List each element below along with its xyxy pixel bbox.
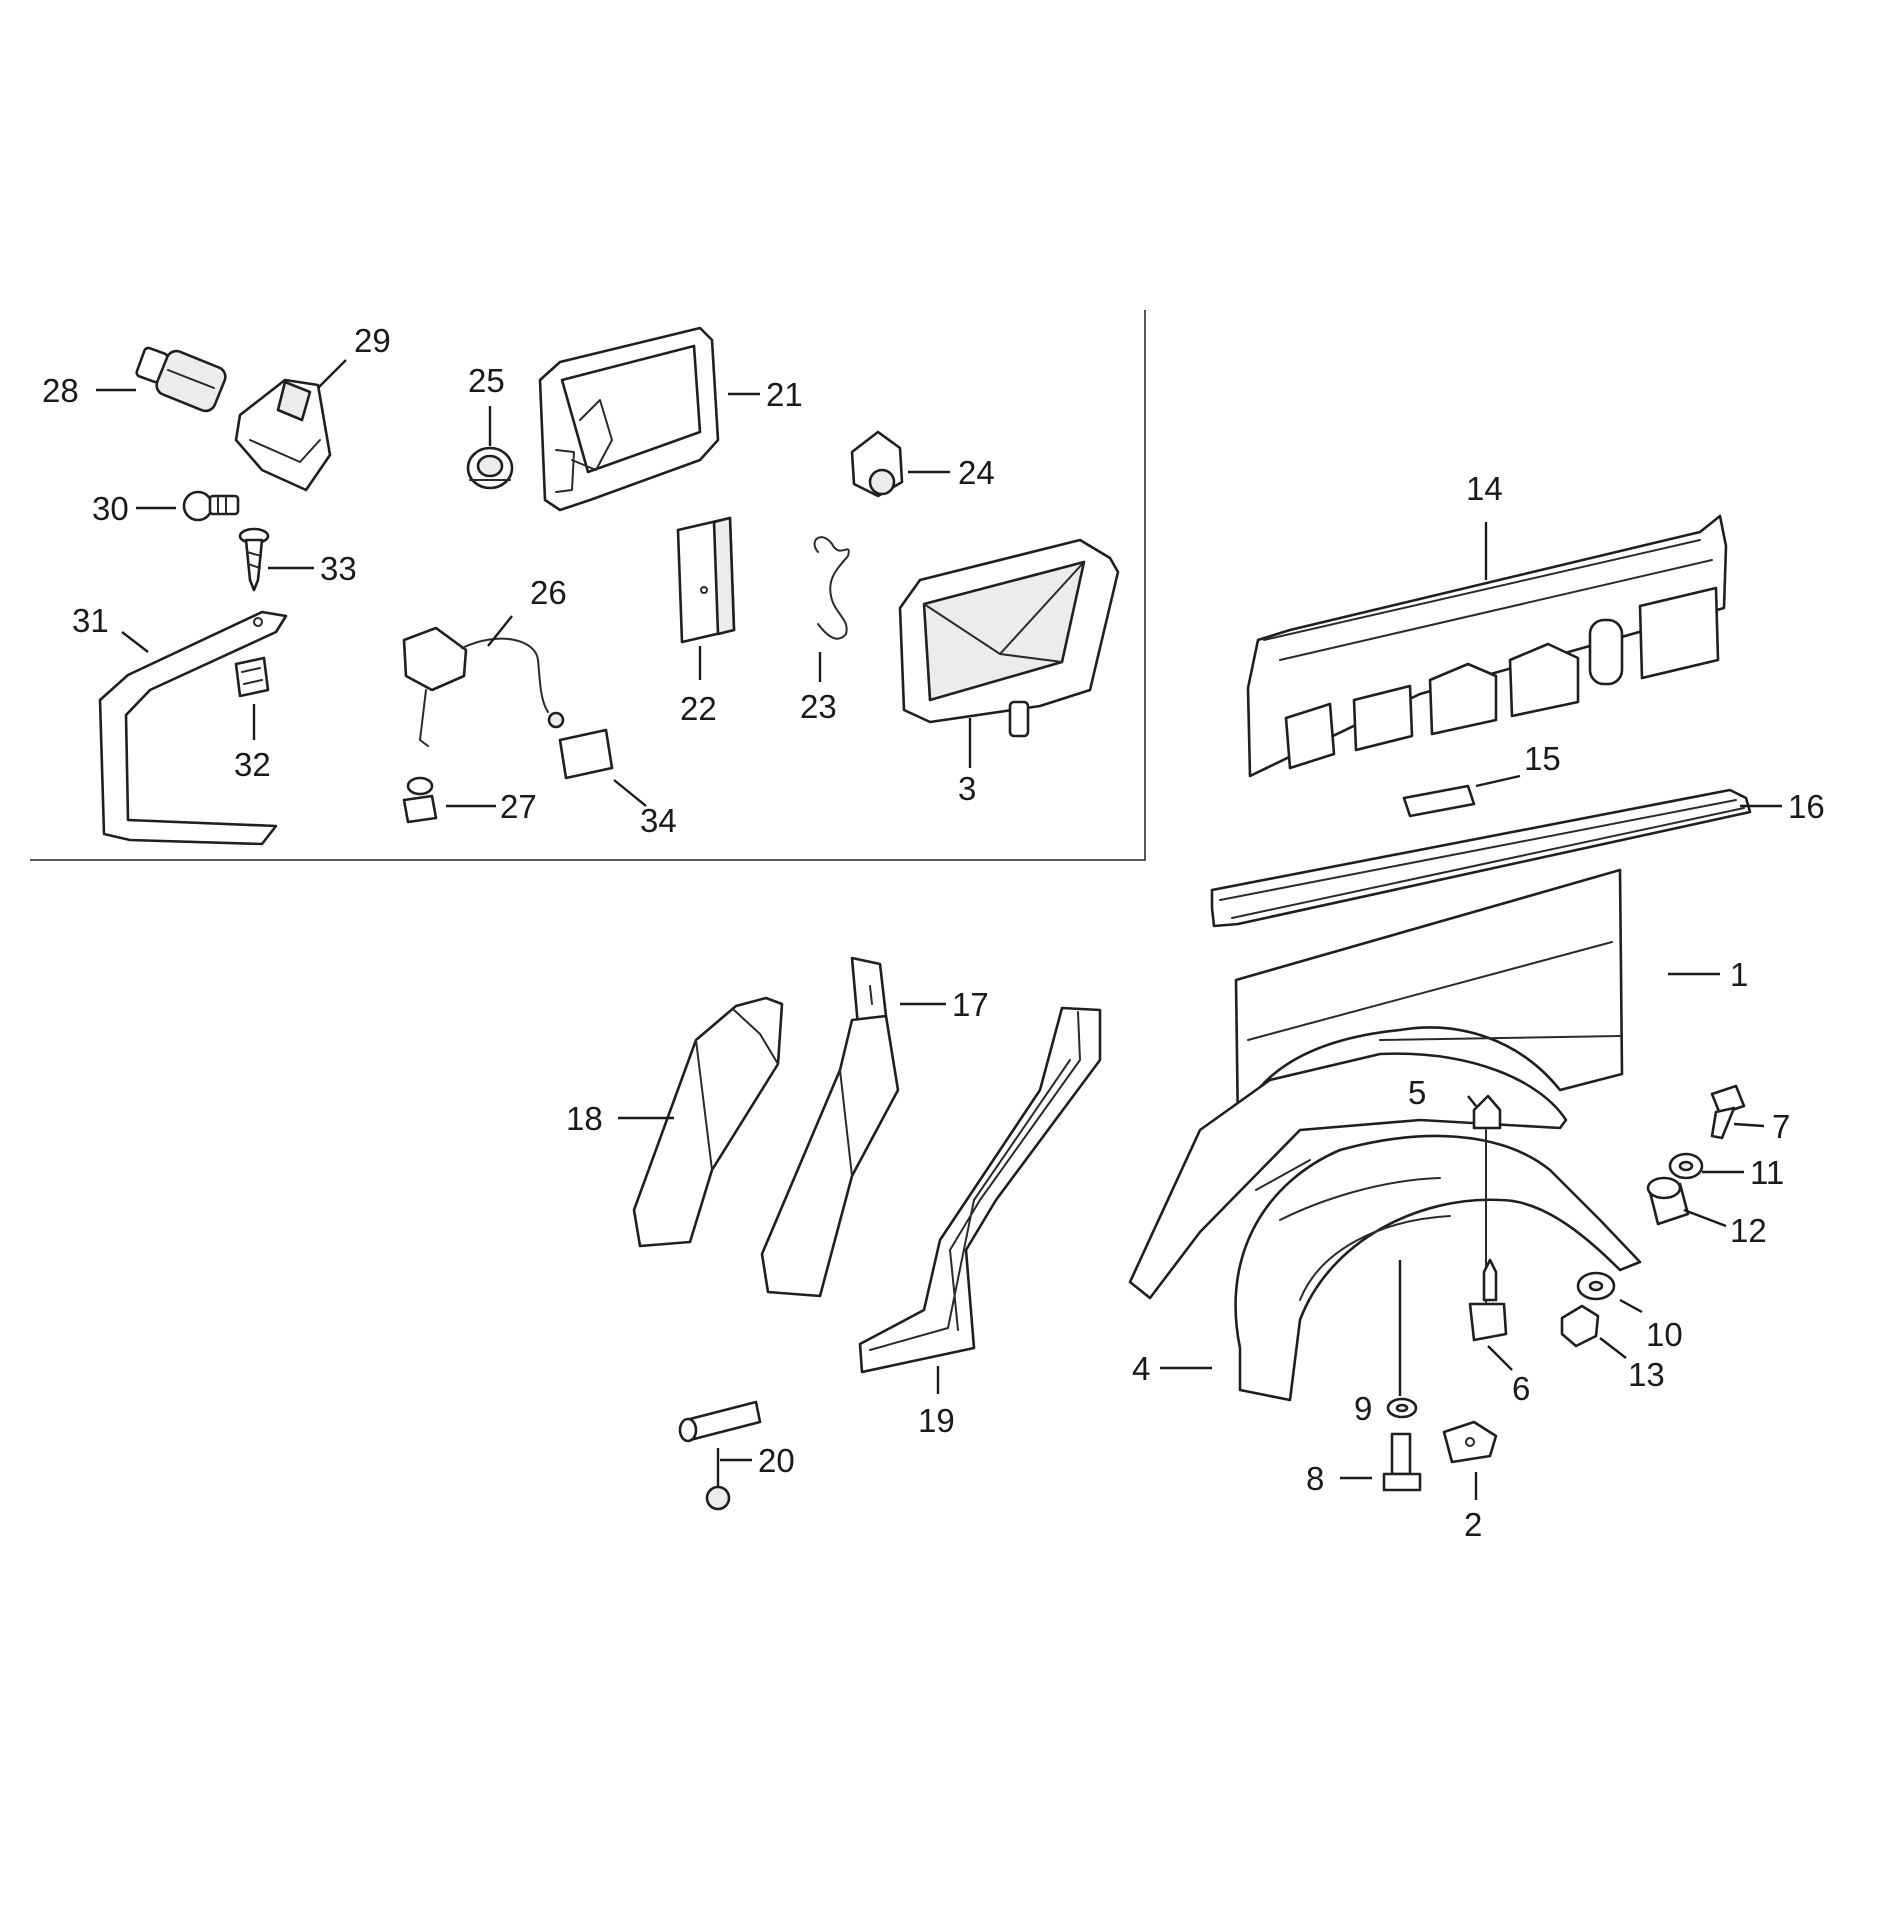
callout-17: 17 xyxy=(952,986,989,1023)
part-30-screw xyxy=(182,490,240,522)
part-14-rear-panel xyxy=(1246,514,1728,778)
part-19-rail xyxy=(858,1006,1102,1374)
part-18-pillar xyxy=(632,996,784,1248)
part-22-hinge xyxy=(676,516,736,644)
callout-21: 21 xyxy=(766,376,803,413)
callout-5: 5 xyxy=(1408,1074,1426,1111)
callout-11: 11 xyxy=(1750,1154,1784,1191)
part-16-channel xyxy=(1210,788,1752,928)
callout-24: 24 xyxy=(958,454,995,491)
part-2-plate xyxy=(1442,1420,1498,1464)
callout-23: 23 xyxy=(800,688,837,725)
part-7-bolt xyxy=(1710,1084,1746,1140)
callout-12: 12 xyxy=(1730,1212,1767,1249)
callout-29: 29 xyxy=(354,322,391,359)
callout-2: 2 xyxy=(1464,1506,1482,1543)
callout-10: 10 xyxy=(1646,1316,1683,1353)
part-33-tapping-screw xyxy=(238,527,270,592)
callout-28: 28 xyxy=(42,372,79,409)
leader-lines xyxy=(96,359,1782,1500)
callout-13: 13 xyxy=(1628,1356,1665,1393)
part-6-mount xyxy=(1468,1258,1508,1342)
part-27-nut xyxy=(402,776,438,824)
callout-26: 26 xyxy=(530,574,567,611)
callout-8: 8 xyxy=(1306,1460,1324,1497)
part-34-pad xyxy=(547,711,614,780)
part-23-spring xyxy=(813,536,850,640)
part-13-nut xyxy=(1560,1304,1600,1348)
callout-6: 6 xyxy=(1512,1370,1530,1407)
part-28-switch xyxy=(135,346,227,413)
part-8-bolt xyxy=(1382,1432,1422,1492)
callout-22: 22 xyxy=(680,690,717,727)
part-20-rod xyxy=(678,1400,762,1511)
callout-34: 34 xyxy=(640,802,677,839)
inset-frame xyxy=(30,310,1146,861)
part-10-washer xyxy=(1576,1271,1616,1301)
callout-32: 32 xyxy=(234,746,271,783)
part-11-washer xyxy=(1668,1152,1704,1180)
part-24-cap xyxy=(850,430,904,498)
part-15-clip xyxy=(1402,784,1476,818)
part-32-clip xyxy=(234,656,270,698)
callout-30: 30 xyxy=(92,490,129,527)
callout-7: 7 xyxy=(1772,1108,1790,1145)
callout-16: 16 xyxy=(1788,788,1825,825)
callout-33: 33 xyxy=(320,550,357,587)
callout-1: 1 xyxy=(1730,956,1748,993)
callout-20: 20 xyxy=(758,1442,795,1479)
part-21-housing xyxy=(538,326,720,512)
callout-27: 27 xyxy=(500,788,537,825)
part-31-strap xyxy=(98,610,288,846)
callout-25: 25 xyxy=(468,362,505,399)
part-9-washer xyxy=(1386,1397,1418,1419)
callout-19: 19 xyxy=(918,1402,955,1439)
callout-31: 31 xyxy=(72,602,109,639)
part-3-tray xyxy=(898,538,1120,738)
part-29-bracket xyxy=(234,378,332,492)
callout-18: 18 xyxy=(566,1100,603,1137)
part-17-pillar xyxy=(760,956,900,1298)
part-4-wheelhouse xyxy=(1128,1052,1642,1402)
callout-4: 4 xyxy=(1132,1350,1150,1387)
callout-labels: 1 2 3 4 5 6 7 8 9 10 11 12 13 14 15 16 1… xyxy=(42,322,1825,1543)
callout-15: 15 xyxy=(1524,740,1561,777)
part-12-bush xyxy=(1646,1176,1690,1226)
part-26-sensor xyxy=(402,626,549,747)
callout-9: 9 xyxy=(1354,1390,1372,1427)
part-25-grommet xyxy=(466,446,514,490)
callout-3: 3 xyxy=(958,770,976,807)
callout-14: 14 xyxy=(1466,470,1503,507)
